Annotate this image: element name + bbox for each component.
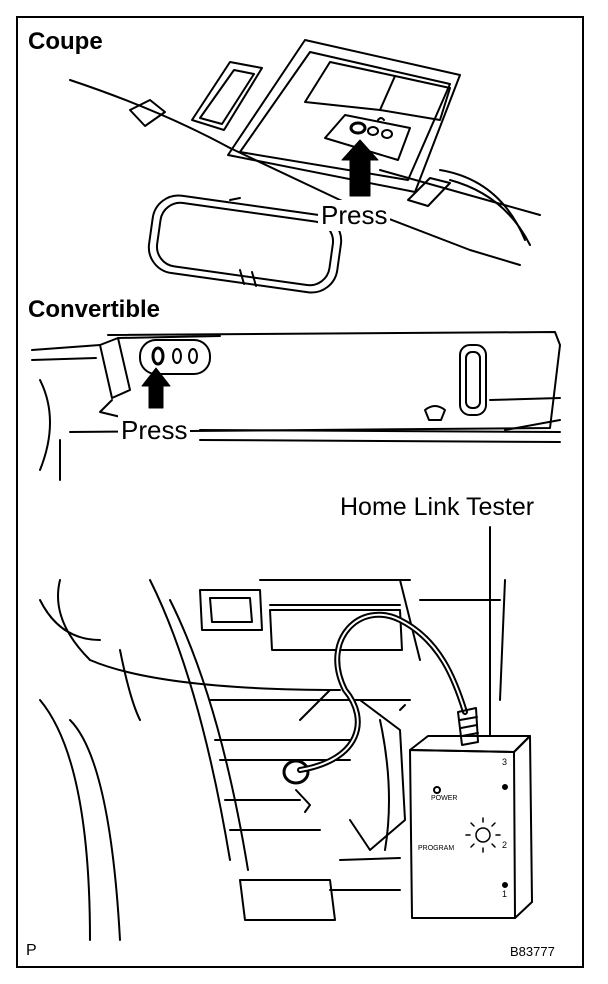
figure-code: B83777 — [510, 944, 555, 959]
press-arrow-icon — [341, 139, 379, 197]
tester-channel-2: 2 — [502, 840, 508, 850]
home-link-tester-device — [409, 735, 533, 919]
center-console-illustration — [39, 579, 506, 941]
figure-frame — [16, 16, 584, 968]
callout-home-link-tester: Home Link Tester — [340, 493, 535, 521]
footer-left-mark: P — [26, 942, 37, 959]
tester-channel-3: 3 — [502, 757, 508, 767]
tester-program-label: PROGRAM — [418, 845, 455, 852]
convertible-illustration — [31, 331, 561, 481]
press-label-coupe: Press — [318, 200, 391, 231]
tester-power-label: POWER — [431, 795, 458, 802]
press-label-convertible: Press — [118, 415, 191, 446]
tester-channel-1: 1 — [502, 889, 508, 899]
coupe-illustration — [69, 39, 541, 294]
program-led-icon — [465, 817, 501, 853]
press-arrow-icon — [141, 367, 171, 409]
section-heading-coupe: Coupe — [28, 28, 103, 55]
section-heading-convertible: Convertible — [28, 296, 161, 323]
